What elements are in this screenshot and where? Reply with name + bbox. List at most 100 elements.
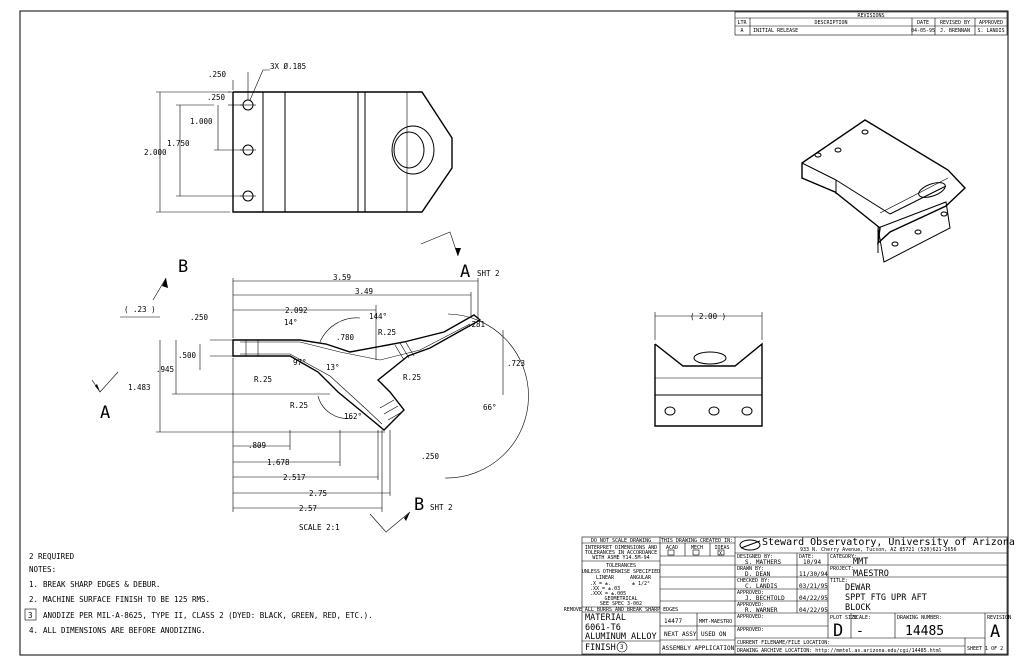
view-label-b: B [178,257,188,277]
material-value: 6061-T6 [585,623,621,633]
drawn-date: 11/30/94 [799,571,828,578]
drawing-archive: DRAWING ARCHIVE LOCATION: http://mmtel.a… [737,648,942,654]
organization-address: 933 N. Cherry Avenue, Tucson, AZ 85721 (… [800,547,957,553]
dim-359: 3.59 [333,273,351,282]
dim-1000: 1.000 [190,117,213,126]
dim-2517: 2.517 [283,473,306,482]
dim-200-ref: ( 2.00 ) [690,312,726,321]
approved-3-label: APPROVED: [737,614,764,620]
note-2-num: 2. [29,595,38,604]
approved-2-label: APPROVED: [737,602,764,608]
drawing-number: 14485 [905,624,944,639]
dim-257: 2.57 [299,504,317,513]
assembly-application: ASSEMBLY APPLICATION [662,645,735,652]
angle-144: 144° [369,312,387,321]
rev-header-date: DATE [917,20,929,26]
note-4-num: 4. [29,626,38,635]
approved-1-label: APPROVED: [737,590,764,596]
interpret-line-1: INTERPRET DIMENSIONS AND [585,545,657,551]
checked-by-label: CHECKED BY: [737,578,770,584]
tol-row-1: .X = ±. [590,581,611,587]
angle-66: 66° [483,403,497,412]
dim-780: .780 [336,333,355,342]
note-4-text: ALL DIMENSIONS ARE BEFORE ANODIZING. [43,626,206,635]
sheet-border [19,10,1009,656]
category-value: MMT [853,557,868,567]
project-label: PROJECT: [830,566,854,572]
finish-note-ref: 3 [620,644,624,651]
revisions-title: REVISIONS [857,13,884,19]
rev-header-description: DESCRIPTION [814,20,847,26]
designed-date: 10/94 [803,559,821,566]
do-not-scale: DO NOT SCALE DRAWING [591,538,651,544]
top-view: 3X Ø.185 .250 .250 1.000 1.750 2.000 [144,62,453,213]
approved-2: R. WARNER [745,607,778,614]
title-label: TITLE: [830,578,848,584]
approved-1: J. BECHTOLD [745,595,785,602]
dim-500: .500 [178,351,197,360]
cad-ideas: IDEAS [714,545,729,551]
rev-header-approved: APPROVED [979,20,1003,26]
cad-ideas-mark: X [719,551,722,557]
observatory-logo [739,539,761,551]
dim-2000: 2.000 [144,148,167,157]
project-value: MAESTRO [853,569,889,579]
cad-acad: ACAD [666,545,678,551]
angular-label: ANGULAR [630,575,652,581]
interpret-line-3: WITH ASME Y14.5M-94 [592,555,649,561]
end-view: ( 2.00 ) [654,312,763,427]
approved-1-date: 04/22/95 [799,595,828,602]
scale-value: - [856,624,864,639]
material-value-2: ALUMINUM ALLOY [585,632,657,642]
scale-label: SCALE: [853,615,871,621]
checked-by: C. LANDIS [745,583,778,590]
angle-162: 162° [344,412,362,421]
approved-2-date: 04/22/95 [799,607,828,614]
approved-4-label: APPROVED: [737,627,764,633]
rev-header-revised-by: REVISED BY [940,20,970,26]
tol-row-3: .XXX = ±.005 [590,591,626,597]
designed-by: S. MATHERS [745,559,782,566]
radius-3: R.25 [403,373,421,382]
tol-angular: ± 1/2° [632,581,650,587]
radius-4: R.25 [290,401,308,410]
geometrical-spec: SEE SPEC 3-002 [600,601,642,607]
dim-723: .723 [507,359,525,368]
dim-275: 2.75 [309,489,327,498]
rev-cell-date: 04-05-95 [911,28,935,34]
dim-945: .945 [156,365,174,374]
note-3-text: ANODIZE PER MIL-A-8625, TYPE II, CLASS 2… [43,611,373,620]
next-assy-label: NEXT ASSY [664,631,697,638]
dim-1750: 1.750 [167,139,190,148]
part-number: 14477 [664,618,682,625]
checked-date: 03/21/95 [799,583,828,590]
plot-size-value: D [833,621,843,641]
dim-2092: 2.092 [285,306,308,315]
dim-349: 3.49 [355,287,373,296]
note-1-text: BREAK SHARP EDGES & DEBUR. [43,580,160,589]
dim-250-b: .250 [207,93,226,102]
geometrical-label: GEOMETRICAL [604,596,637,602]
notes-header: NOTES: [29,565,56,574]
dim-250-a: .250 [208,70,227,79]
date-label: DATE: [799,554,814,560]
drawing-number-label: DRAWING NUMBER: [897,615,942,621]
dim-1678: 1.678 [267,458,290,467]
revision-label: REVISION [987,615,1011,621]
drawing-created-in: THIS DRAWING CREATED IN: [661,538,733,544]
tolerances-label: TOLERANCES [606,563,636,569]
dim-250-flange: .250 [190,313,209,322]
radius-1: R.25 [378,328,396,337]
unless-specified: UNLESS OTHERWISE SPECIFIED [582,569,660,575]
rev-cell-description: INITIAL RELEASE [753,28,798,34]
dim-281: .281 [467,320,485,329]
remove-burrs: REMOVE ALL BURRS AND BREAK SHARP EDGES [564,607,678,613]
notes: 2 REQUIRED NOTES: 1. BREAK SHARP EDGES &… [24,552,373,635]
tol-row-2: .XX = ±.03 [590,586,620,592]
title-block: DO NOT SCALE DRAWING INTERPRET DIMENSION… [564,536,1015,655]
organization-name: Steward Observatory, University of Arizo… [762,537,1015,548]
section-view: 3.59 3.49 2.092 .250 ( .23 ) .500 .945 1… [91,231,529,533]
top-view-hole-callout: 3X Ø.185 [270,62,306,71]
isometric-view [801,119,966,263]
plot-size-label: PLOT SIZE [830,615,857,621]
